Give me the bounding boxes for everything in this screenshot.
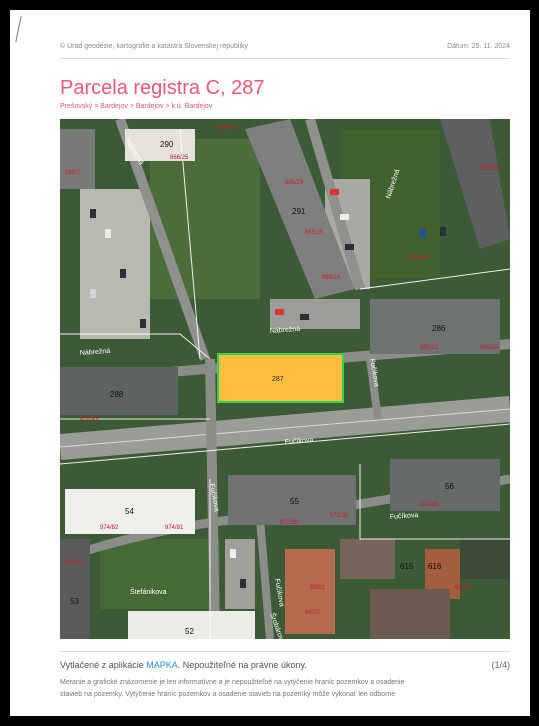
- parcel-label: 972/32: [330, 513, 349, 519]
- disclaimer-line: stavieb na pozemky. Vytýčenie hraníc poz…: [60, 691, 396, 698]
- building-label: 288: [110, 390, 124, 399]
- parcel-label: 865/25: [305, 230, 324, 236]
- street-label: Fučíkova: [208, 483, 220, 512]
- road-side: [205, 358, 220, 639]
- building-label: 55: [290, 497, 299, 506]
- pen-mark: [15, 16, 22, 42]
- parcel-label: 974/83: [80, 417, 99, 423]
- building-label: 54: [125, 507, 134, 516]
- street-label: Fučíkova: [273, 578, 285, 607]
- parking-lot: [225, 539, 255, 609]
- parcel-label: 974/81: [165, 525, 184, 531]
- page-header: © Úrad geodézie, kartografie a katastra …: [60, 43, 510, 50]
- building-label: 616: [428, 562, 442, 571]
- street-label: Štefánikova: [130, 587, 167, 596]
- parcel-label: 865/28: [480, 165, 499, 171]
- road-side: [305, 119, 365, 291]
- parcel-label: 866/29: [218, 125, 237, 131]
- building-label: 291: [292, 207, 306, 216]
- street-label: Fučíkova: [390, 512, 419, 521]
- parcel-label: 972/38: [280, 520, 299, 526]
- street-label: Nábrežná: [80, 348, 111, 357]
- parcel-label: 289/2: [65, 170, 81, 176]
- parcel-label: 974/38: [420, 502, 439, 508]
- park-area: [150, 139, 260, 299]
- map-canvas: Nábrežná Nábrežná Fučíkova Fučíkova Fučí…: [60, 119, 510, 639]
- parcel-label: 865/24: [322, 275, 341, 281]
- road-link: [256, 518, 274, 639]
- print-prefix: Vytlačené z aplikácie: [60, 660, 144, 670]
- footer-divider: [60, 651, 510, 652]
- parcel-label: 866/25: [170, 155, 189, 161]
- breadcrumb: Prešovský > Bardejov > Bardejov > k.ú. B…: [60, 103, 213, 110]
- parcel-label: 974/92: [65, 560, 84, 566]
- highlighted-parcel[interactable]: [217, 353, 344, 403]
- parcel-labels: 287 866/25 866/29 289/2 865/29 865/25 86…: [65, 125, 499, 616]
- parcel-label: 974/82: [100, 525, 119, 531]
- parcel-label: 683/2: [305, 610, 321, 616]
- street-label: Nábrežná: [270, 326, 301, 335]
- parcel-label: 287: [272, 376, 284, 383]
- page-counter: (1/4): [491, 660, 510, 670]
- road-centerline: [60, 408, 510, 448]
- footer-print-note: Vytlačené z aplikácie MAPKA. Nepoužiteľn…: [60, 660, 510, 670]
- parking-lot: [270, 299, 360, 329]
- printed-page: © Úrad geodézie, kartografie a katastra …: [10, 10, 530, 716]
- cadastral-map[interactable]: Nábrežná Nábrežná Fučíkova Fučíkova Fučí…: [60, 119, 510, 639]
- parcel-label: 683/1: [310, 585, 326, 591]
- street-label: Fučíkova: [368, 358, 380, 387]
- page-title: Parcela registra C, 287: [60, 77, 265, 99]
- date-text: Dátum: 25. 11. 2024: [447, 43, 510, 50]
- building-label: 615: [400, 562, 414, 571]
- building-label: 56: [445, 482, 454, 491]
- copyright-text: © Úrad geodézie, kartografie a katastra …: [60, 43, 249, 50]
- parcel-label: 865/16: [410, 255, 429, 261]
- parcel-label: 683/5: [455, 585, 471, 591]
- building-label: 53: [70, 597, 79, 606]
- print-suffix: . Nepoužiteľné na právne úkony.: [177, 660, 307, 670]
- parcel-label: 865/32: [420, 345, 439, 351]
- street-label: Fučíkova: [285, 437, 314, 446]
- disclaimer-line: Meranie a grafické znázornenie je len in…: [60, 679, 405, 686]
- building-label: 286: [432, 324, 446, 333]
- road-link: [366, 358, 382, 420]
- parcel-label: 865/29: [285, 180, 304, 186]
- header-divider: [60, 58, 510, 59]
- parcel-boundaries: [60, 128, 510, 639]
- app-link[interactable]: MAPKA: [146, 660, 178, 670]
- parked-cars: [90, 189, 446, 588]
- building-label: 290: [160, 140, 174, 149]
- park-area: [100, 539, 220, 609]
- parcel-label: 865/25: [480, 345, 499, 351]
- building-label: 52: [185, 627, 194, 636]
- building-labels: 290 286 288 54 56 55 52 53 615 616 291: [70, 140, 454, 636]
- footer-disclaimer: Meranie a grafické znázornenie je len in…: [60, 677, 510, 701]
